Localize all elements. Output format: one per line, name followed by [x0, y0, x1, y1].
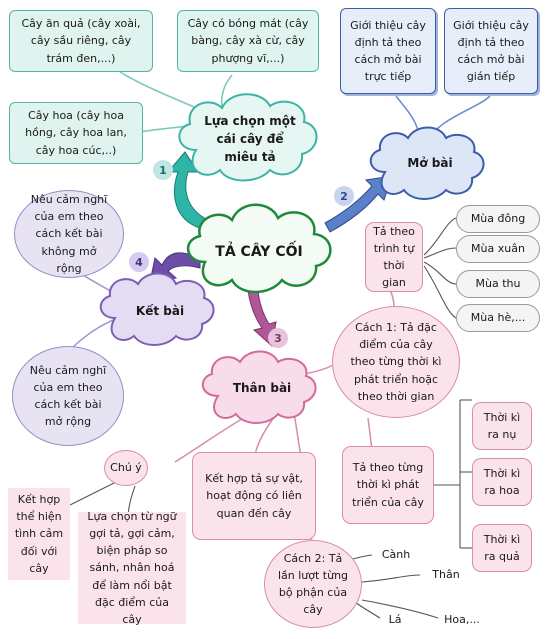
connector-note-1 [69, 479, 121, 506]
connector-ending-extended [69, 317, 119, 351]
ending-item-extended: Nêu cảm nghĩ của em theo cách kết bài mở… [12, 346, 124, 446]
note-title: Chú ý [104, 450, 148, 486]
part-flower: Hoa,... [444, 613, 480, 627]
intro-item-direct: Giới thiệu cây định tả theo cách mở bài … [340, 8, 436, 94]
ending-title: Kết bài [135, 304, 185, 318]
note-item-words: Lựa chọn từ ngữ gợi tả, gợi cảm, biện ph… [78, 510, 186, 626]
stage-3: Thời kì ra quả [472, 524, 532, 572]
stage-1: Thời kì ra nụ [472, 402, 532, 450]
part-leaf: Lá [388, 613, 402, 627]
body-method2: Cách 2: Tả lần lượt từng bộ phận của cây [264, 540, 362, 628]
body-method1: Cách 1: Tả đặc điểm của cây theo từng th… [332, 306, 460, 418]
connector-part-4 [361, 599, 439, 619]
season-3: Mùa thu [456, 270, 540, 298]
body-cloud [202, 350, 317, 424]
season-2: Mùa xuân [456, 235, 540, 263]
connector-season-3 [423, 261, 457, 285]
part-trunk: Thân [432, 568, 460, 582]
choose-title: Lựa chọn một cái cây để miêu tả [204, 114, 296, 164]
choose-item-fruit: Cây ăn quả (cây xoài, cây sầu riêng, cây… [9, 10, 153, 72]
choose-item-shade: Cây có bóng mát (cây bàng, cây xà cừ, câ… [177, 10, 319, 72]
connector-season-4 [423, 265, 457, 319]
part-branch: Cành [381, 548, 411, 562]
center-cloud [187, 203, 332, 294]
season-1: Mùa đông [456, 205, 540, 233]
note-item-feeling: Kết hợp thể hiện tình cảm đối với cây [8, 488, 70, 580]
season-4: Mùa hè,... [456, 304, 540, 332]
connector-season-2 [423, 247, 457, 259]
choose-cloud [178, 93, 318, 182]
stage-2: Thời kì ra hoa [472, 458, 532, 506]
arrow-choose [166, 151, 209, 229]
connector-season-1 [423, 217, 457, 256]
stages-label: Tả theo từng thời kì phát triển của cây [342, 446, 434, 524]
step-number-3: 3 [268, 328, 288, 348]
center-title: TẢ CÂY CỐI [215, 243, 303, 260]
step-number-2: 2 [334, 186, 354, 206]
step-number-1: 1 [153, 160, 173, 180]
body-title: Thân bài [232, 381, 292, 395]
intro-cloud [369, 126, 485, 200]
connector-choose-shade [220, 74, 233, 109]
seasons-label: Tả theo trình tự thời gian [365, 222, 423, 292]
ending-cloud [99, 272, 215, 346]
choose-item-flower: Cây hoa (cây hoa hồng, cây hoa lan, cây … [9, 102, 143, 164]
step-number-4: 4 [129, 252, 149, 272]
intro-item-indirect: Giới thiệu cây định tả theo cách mở bài … [444, 8, 538, 94]
connector-part-2 [361, 574, 421, 583]
body-combine: Kết hợp tả sự vật, hoạt động có liên qua… [192, 452, 316, 540]
ending-item-simple: Nêu cảm nghĩ của em theo cách kết bài kh… [14, 190, 124, 278]
connector-stages [367, 417, 373, 451]
intro-title: Mở bài [407, 156, 453, 170]
